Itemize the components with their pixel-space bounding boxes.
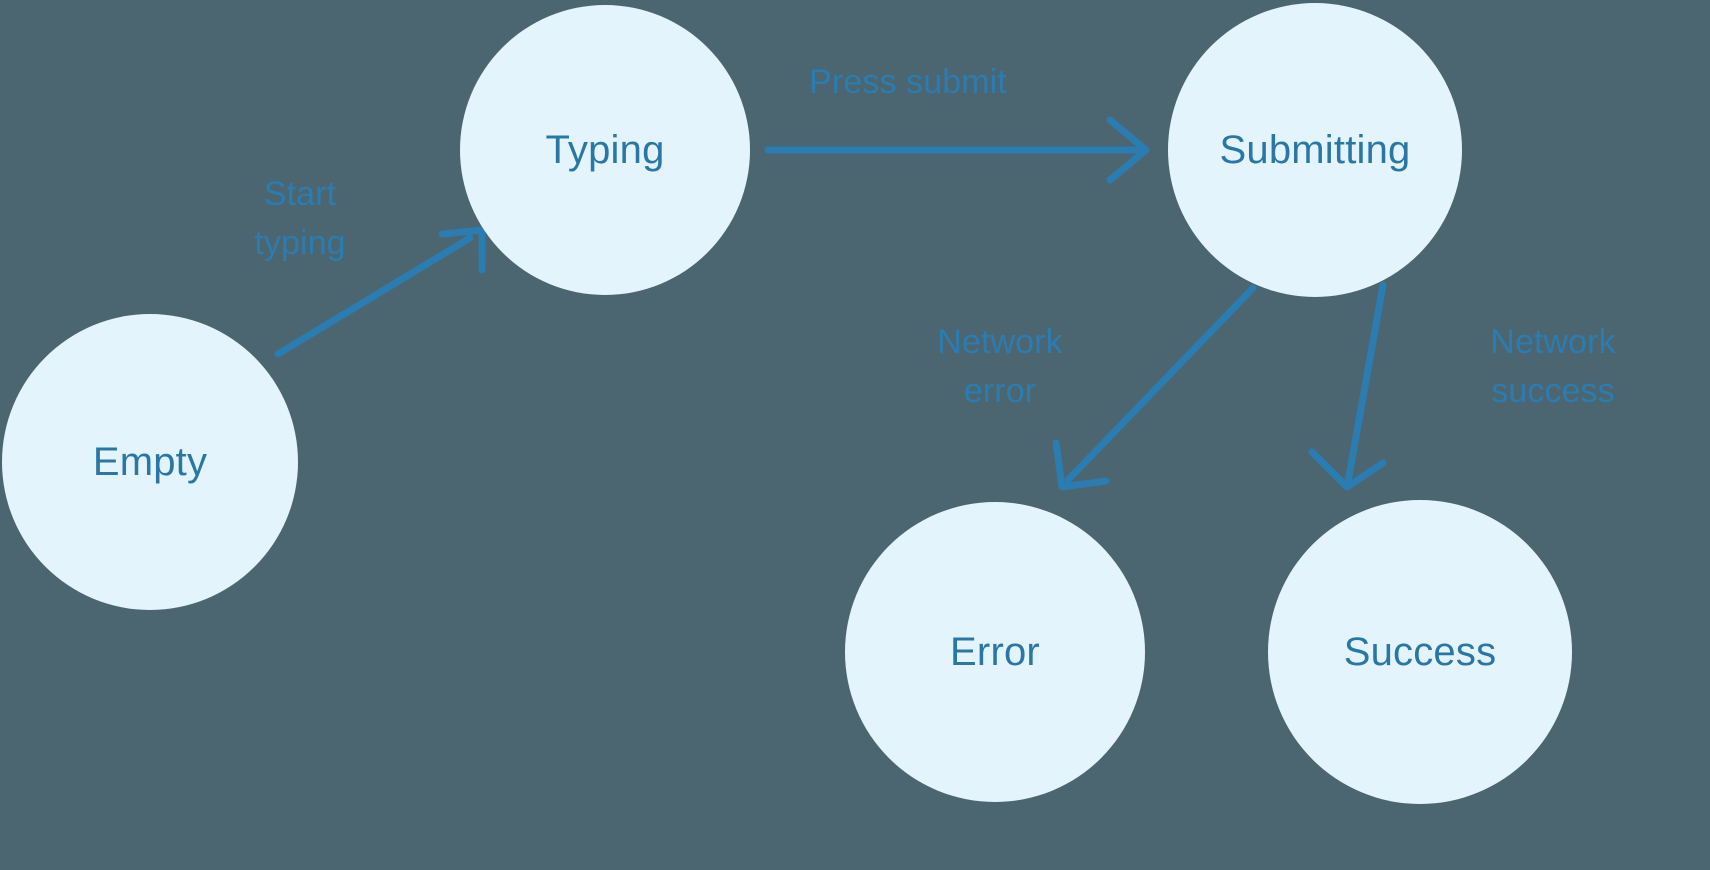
edge-label-network-success: Network success: [1490, 323, 1616, 411]
edge-submitting-to-success: [1308, 281, 1387, 491]
arrowhead-submitting-to-success: [1308, 448, 1387, 491]
state-node-error[interactable]: Error: [845, 502, 1145, 802]
state-node-error-label: Error: [950, 629, 1040, 674]
state-node-submitting-label: Submitting: [1219, 127, 1411, 172]
state-node-typing[interactable]: Typing: [460, 5, 750, 295]
edge-submitting-to-error: [1052, 284, 1257, 491]
edge-label-network-error: Network error: [937, 323, 1063, 411]
state-node-empty[interactable]: Empty: [2, 314, 298, 610]
state-node-submitting[interactable]: Submitting: [1168, 3, 1462, 297]
arrowhead-submitting-to-error: [1052, 439, 1110, 491]
edge-empty-to-typing: [274, 226, 486, 358]
state-node-typing-label: Typing: [545, 127, 665, 172]
state-node-success-label: Success: [1343, 629, 1497, 674]
arrowhead-typing-to-submitting: [1106, 116, 1150, 184]
arrowhead-empty-to-typing: [438, 226, 486, 274]
state-node-success[interactable]: Success: [1268, 500, 1572, 804]
edge-typing-to-submitting: [764, 116, 1150, 184]
edge-label-press-submit: Press submit: [809, 63, 1007, 101]
edge-label-start-typing: Start typing: [254, 175, 346, 263]
state-node-empty-label: Empty: [92, 439, 208, 484]
